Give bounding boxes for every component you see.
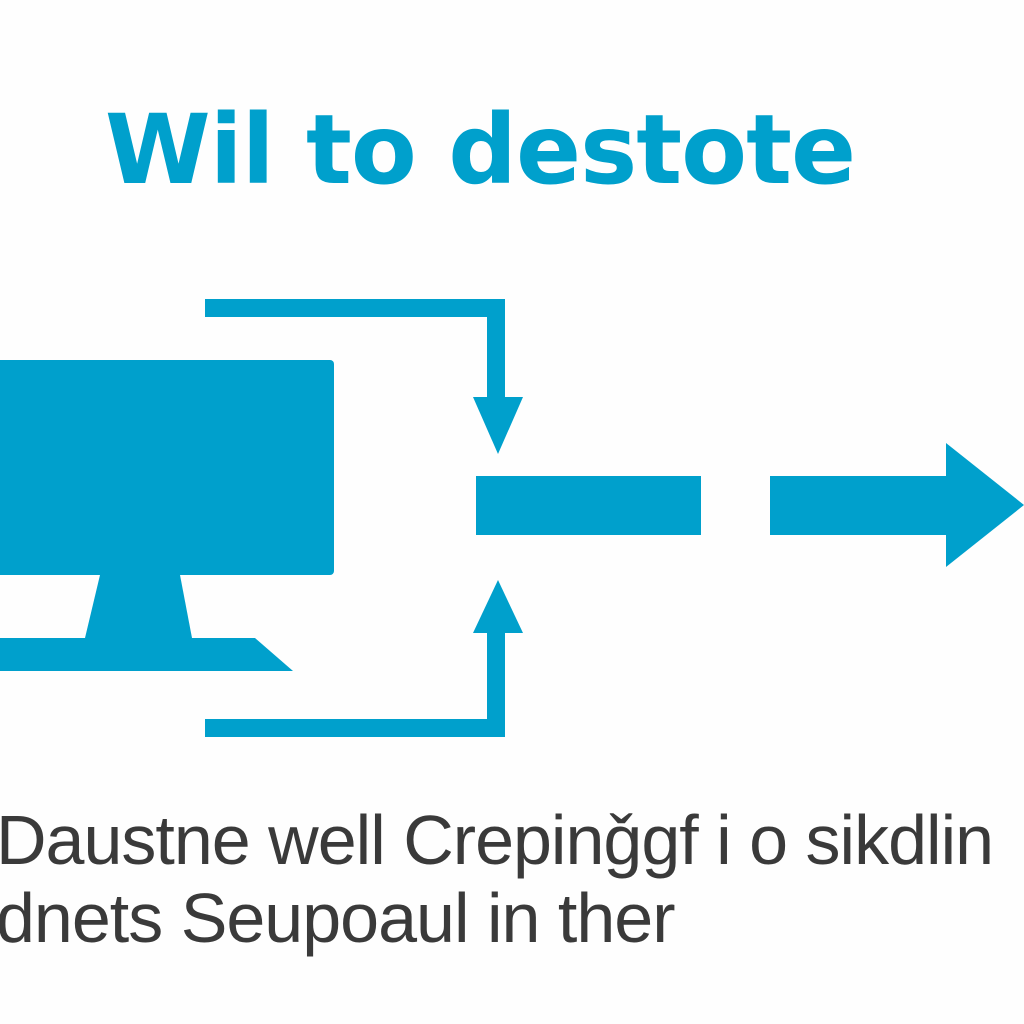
caption-line-1: Daustne well Crepinǧgf i o sikdlin bbox=[0, 801, 994, 879]
bottom-connector-vertical bbox=[487, 631, 505, 737]
arrow-down-head bbox=[473, 397, 523, 454]
caption-line-2: dnets Seupoaul in ther bbox=[0, 879, 676, 957]
arrow-up-icon bbox=[205, 580, 523, 737]
arrow-down-icon bbox=[205, 299, 523, 454]
top-connector-horizontal bbox=[205, 299, 505, 317]
arrow-right-head bbox=[946, 443, 1024, 567]
center-bar bbox=[476, 476, 701, 535]
monitor-neck bbox=[85, 575, 192, 638]
bottom-connector-horizontal bbox=[205, 719, 505, 737]
arrow-right-icon bbox=[770, 443, 1024, 567]
monitor-icon bbox=[0, 360, 334, 671]
diagram-title: Wil to destote bbox=[104, 94, 856, 206]
monitor-base bbox=[0, 638, 293, 671]
arrow-up-head bbox=[473, 580, 523, 633]
arrow-right-shaft bbox=[770, 476, 952, 535]
monitor-screen bbox=[0, 360, 334, 575]
top-connector-vertical bbox=[487, 299, 505, 399]
